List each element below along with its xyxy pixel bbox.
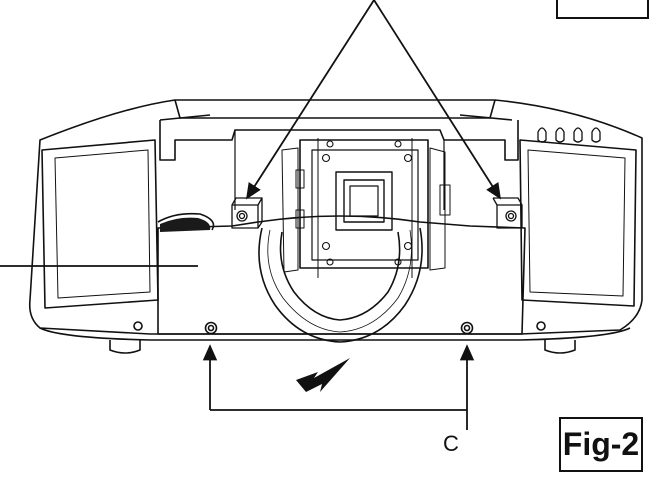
top-rim <box>174 99 496 119</box>
callout-line-left-latch <box>246 0 375 200</box>
top-right-box-frame <box>556 0 649 19</box>
lens-bulge <box>157 212 215 231</box>
right-foot <box>544 340 576 354</box>
projector-body-outline <box>28 99 643 335</box>
side-screw-right <box>536 321 546 331</box>
left-side-panel <box>41 139 159 309</box>
left-latch <box>231 197 263 229</box>
lens-aperture <box>335 171 393 231</box>
bottom-lip <box>39 327 631 341</box>
side-screw-left <box>133 321 143 331</box>
callout-line-right-latch <box>373 0 501 200</box>
right-side-panel <box>519 139 637 307</box>
right-latch <box>492 197 523 229</box>
screw-left <box>204 321 218 335</box>
lens-bulge-shadow <box>160 217 211 232</box>
pull-direction-arrow <box>296 358 350 392</box>
mount-screw-holes <box>321 140 413 266</box>
callout-letter-c: C <box>443 431 459 456</box>
front-cover <box>157 215 526 335</box>
left-foot <box>109 340 141 354</box>
lens-mount-plate <box>299 139 429 269</box>
vent-slots <box>537 127 601 143</box>
figure-label: Fig-2 <box>559 417 643 472</box>
lens-ring-outer <box>258 227 423 343</box>
screw-right <box>460 321 474 335</box>
